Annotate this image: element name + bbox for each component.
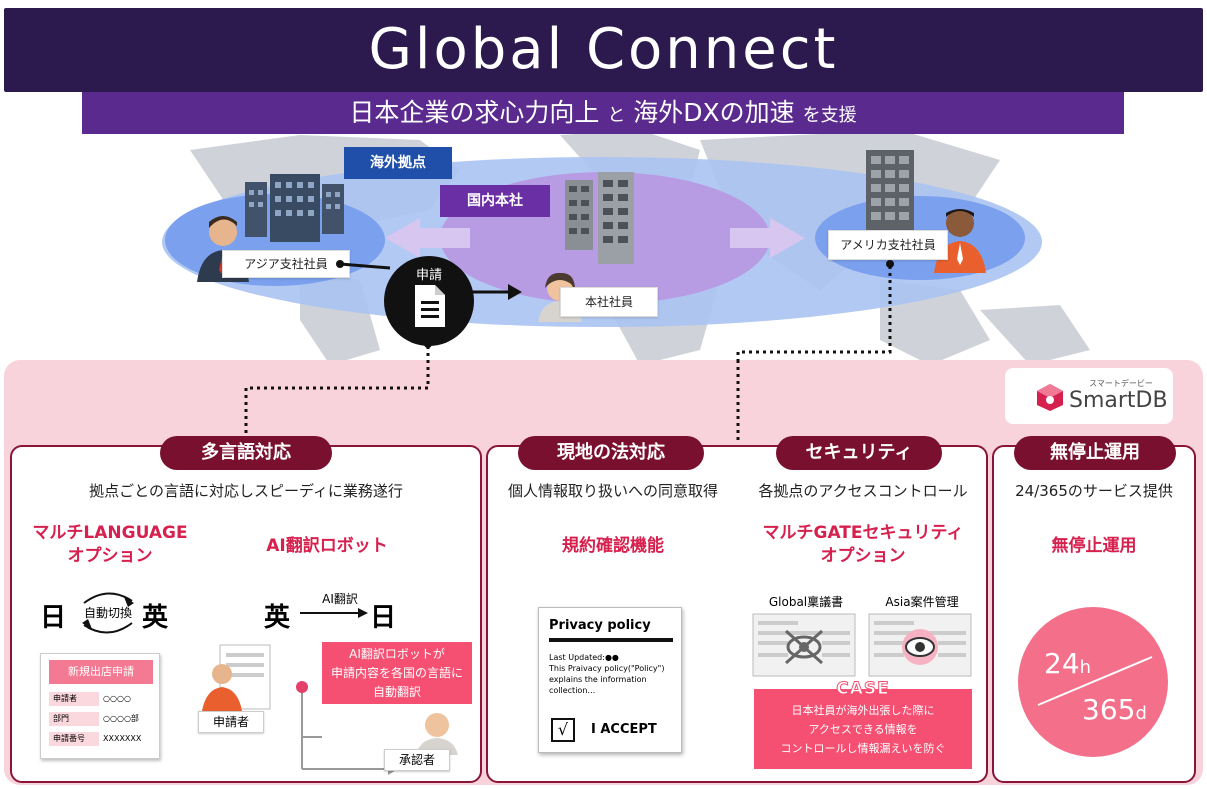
logo-kana: スマートデービー xyxy=(1089,379,1153,388)
tag-nonstop: 無停止運用 xyxy=(1014,436,1176,470)
char-en-2: 英 xyxy=(264,603,291,633)
form-row-value: ○○○○部 xyxy=(103,714,139,723)
uptime-days-value: 365 xyxy=(1082,693,1136,726)
uptime-hours-unit: h xyxy=(1079,657,1092,678)
security-feature: マルチGATEセキュリティ オプション xyxy=(762,523,964,566)
subtitle-bar: 日本企業の求心力向上 と 海外DXの加速 を支援 xyxy=(82,92,1124,134)
subtitle: 日本企業の求心力向上 と 海外DXの加速 を支援 xyxy=(82,92,1124,137)
legal-feature: 規約確認機能 xyxy=(562,536,664,556)
multilang-feature1: マルチLANGUAGE オプション xyxy=(32,523,188,566)
privacy-body: Last Updated:●● This Praivacy policy("Po… xyxy=(549,653,665,695)
tag-multilang: 多言語対応 xyxy=(160,436,332,470)
form-row-key: 申請番号 xyxy=(49,732,99,746)
tag-overseas: 海外拠点 xyxy=(344,147,452,179)
legal-desc: 個人情報取り扱いへの同意取得 xyxy=(507,482,718,500)
privacy-divider xyxy=(549,638,673,642)
nonstop-feature: 無停止運用 xyxy=(1051,536,1137,556)
hq-buildings-icon xyxy=(565,172,634,264)
tag-legal: 現地の法対応 xyxy=(518,436,704,470)
char-ja: 日 xyxy=(40,603,67,633)
doc2-label: Asia案件管理 xyxy=(885,595,959,609)
approver-label: 承認者 xyxy=(384,749,450,771)
multilang-desc: 拠点ごとの言語に対応しスピーディに業務遂行 xyxy=(89,482,403,500)
uptime-days: 365d xyxy=(1082,693,1147,726)
uptime-divider xyxy=(1037,656,1153,706)
label-asia-employee: アジア支社社員 xyxy=(222,250,350,278)
subtitle-part2: 海外DXの加速 xyxy=(633,98,795,127)
privacy-title: Privacy policy xyxy=(549,618,651,633)
tag-security: セキュリティ xyxy=(776,436,942,470)
char-en: 英 xyxy=(142,603,169,633)
ai-robot-bubble: AI翻訳ロボットが 申請内容を各国の言語に 自動翻訳 xyxy=(322,642,472,704)
usa-building-icon xyxy=(866,150,914,230)
smartdb-logo: スマートデービー SmartDB xyxy=(1005,368,1173,424)
request-circle: 申請 xyxy=(384,256,474,346)
subtitle-mid: と xyxy=(607,105,626,126)
case-text: 日本社員が海外出張した際に アクセスできる情報を コントロールし情報漏えいを防ぐ xyxy=(780,704,946,755)
uptime-circle: 24h 365d xyxy=(1018,607,1168,757)
applicant-label: 申請者 xyxy=(198,711,264,733)
form-row-key: 申請者 xyxy=(49,692,99,706)
application-form: 新規出店申請 申請者 ○○○○ 部門 ○○○○部 申請番号 XXXXXXX xyxy=(40,653,160,759)
doc1-label: Global稟議書 xyxy=(768,595,844,609)
panel-nonstop: 24/365のサービス提供 無停止運用 24h 365d xyxy=(992,445,1196,783)
doc1-blocked-icon xyxy=(752,613,856,677)
form-row-key: 部門 xyxy=(49,712,99,726)
switch-arrows-icon xyxy=(82,592,134,634)
document-icon xyxy=(415,285,445,327)
doc2-visible-icon xyxy=(868,613,972,677)
panel-multilang: 拠点ごとの言語に対応しスピーディに業務遂行 マルチLANGUAGE オプション … xyxy=(10,445,482,783)
label-usa-employee: アメリカ支社社員 xyxy=(828,230,948,260)
accept-checkbox[interactable]: √ xyxy=(551,718,575,742)
subtitle-end: を支援 xyxy=(802,105,857,126)
request-label: 申請 xyxy=(415,268,442,283)
page-title: Global Connect xyxy=(368,17,839,82)
tag-domestic: 国内本社 xyxy=(440,185,550,217)
smartdb-cube-icon xyxy=(1037,384,1063,411)
security-desc: 各拠点のアクセスコントロール xyxy=(758,482,968,500)
label-hq-employee: 本社社員 xyxy=(560,287,658,317)
asia-buildings-icon xyxy=(245,174,344,242)
form-title: 新規出店申請 xyxy=(49,660,153,684)
nonstop-desc: 24/365のサービス提供 xyxy=(1015,482,1173,500)
translate-arrow-icon xyxy=(300,608,368,618)
privacy-policy-card: Privacy policy Last Updated:●● This Prai… xyxy=(538,607,682,753)
char-ja-2: 日 xyxy=(370,603,397,633)
uptime-days-unit: d xyxy=(1135,703,1147,724)
connector-lines-lower xyxy=(244,360,740,440)
case-heading: CASE xyxy=(836,679,890,700)
multilang-feature2: AI翻訳ロボット xyxy=(266,536,388,556)
uptime-hours-value: 24 xyxy=(1044,647,1080,680)
panel-legal-security: 個人情報取り扱いへの同意取得 規約確認機能 Privacy policy Las… xyxy=(486,445,988,783)
auto-switch-label: 自動切換 xyxy=(83,606,132,620)
form-row-value: XXXXXXX xyxy=(103,734,142,743)
ai-translate-label: AI翻訳 xyxy=(322,592,358,606)
uptime-hours: 24h xyxy=(1044,647,1091,680)
title-bar: Global Connect xyxy=(4,8,1203,92)
form-row-value: ○○○○ xyxy=(103,694,131,703)
logo-name: SmartDB xyxy=(1069,388,1168,413)
case-box: CASE 日本社員が海外出張した際に アクセスできる情報を コントロールし情報漏… xyxy=(754,679,972,769)
subtitle-part1: 日本企業の求心力向上 xyxy=(349,98,600,127)
accept-label[interactable]: I ACCEPT xyxy=(591,722,657,737)
